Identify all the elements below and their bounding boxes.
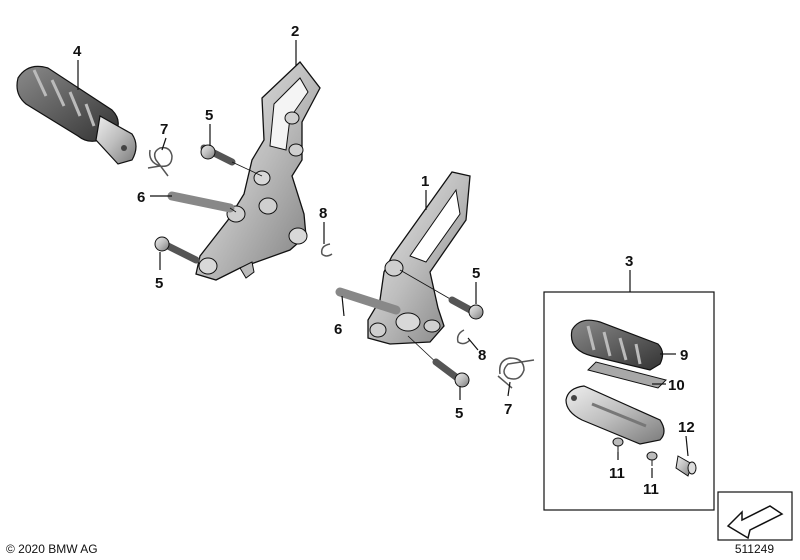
document-number: 511249: [734, 542, 774, 556]
callout-11-a: 11: [609, 465, 625, 482]
pin-12: [675, 455, 697, 477]
leader-lines: [77, 40, 689, 478]
circlip-left: [320, 243, 333, 257]
callout-9: 9: [680, 347, 688, 364]
bracket-right: [367, 171, 471, 345]
callout-1: 1: [421, 173, 429, 190]
plate-10: [587, 361, 667, 389]
bracket-left: [195, 61, 321, 281]
callout-10: 10: [668, 377, 685, 394]
footpeg-body: [565, 385, 665, 445]
orientation-arrow-icon: [717, 491, 793, 541]
callout-7-left: 7: [160, 121, 168, 138]
callout-5-upper-right: 5: [472, 265, 480, 282]
pin-6-left: [167, 191, 237, 213]
callout-6-left: 6: [137, 189, 145, 206]
callout-labels: 4 2 7 5 6 8 5 1 5 6 8 5 7 3 9 10 11 11 1…: [73, 23, 695, 498]
callout-12: 12: [678, 419, 695, 436]
bolt-5-lower-right: [407, 335, 470, 388]
callout-6-right: 6: [334, 321, 342, 338]
callout-5-upper-left: 5: [205, 107, 213, 124]
screw-11-b: [646, 451, 658, 466]
callout-2: 2: [291, 23, 299, 40]
callout-7-right: 7: [504, 401, 512, 418]
callout-4: 4: [73, 43, 82, 60]
pin-6-right: [335, 287, 401, 315]
spring-left: [147, 146, 173, 177]
screw-11-a: [612, 437, 624, 452]
footpeg-rubber-9: [570, 319, 664, 371]
callout-8-left: 8: [319, 205, 327, 222]
bolt-5-upper-right: [399, 269, 484, 320]
callout-3: 3: [625, 253, 633, 270]
circlip-right: [456, 329, 471, 345]
bolt-5-lower-left: [154, 236, 200, 264]
spring-right: [497, 357, 535, 389]
callout-11-b: 11: [643, 481, 659, 498]
callout-5-lower-right: 5: [455, 405, 463, 422]
kit-3-frame: [543, 291, 715, 511]
bolt-5-upper-left: [200, 144, 263, 177]
copyright-text: © 2020 BMW AG: [6, 542, 98, 556]
callout-8-right: 8: [478, 347, 486, 364]
footpeg-left: [16, 65, 137, 165]
callout-5-lower-left: 5: [155, 275, 163, 292]
